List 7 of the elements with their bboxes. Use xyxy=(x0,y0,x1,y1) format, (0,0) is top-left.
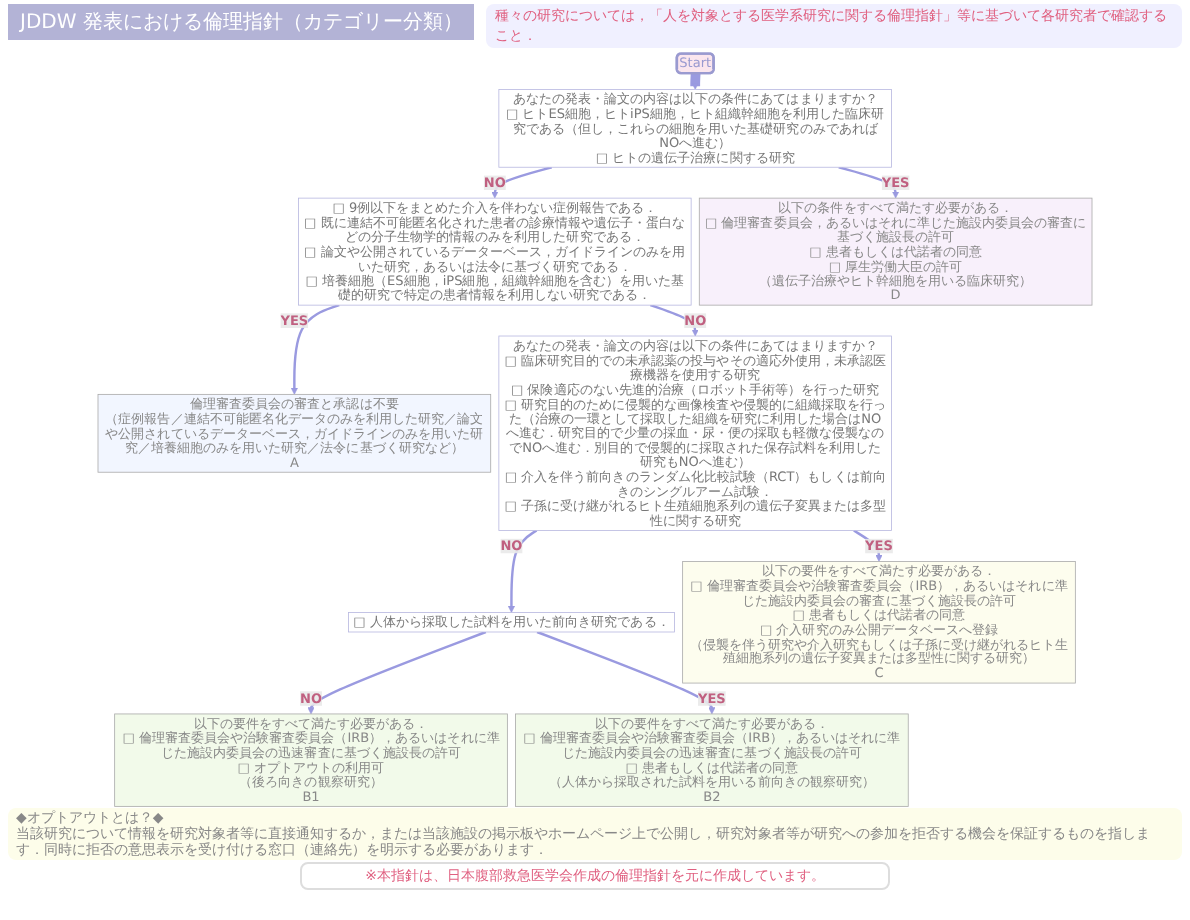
arrow xyxy=(838,166,900,199)
arrow xyxy=(307,630,487,715)
arrow xyxy=(536,630,716,715)
arrow xyxy=(507,529,538,613)
arrow xyxy=(290,304,340,395)
arrow xyxy=(491,166,553,199)
title-banner: JDDW 発表における倫理指針（カテゴリー分類） xyxy=(8,4,475,40)
